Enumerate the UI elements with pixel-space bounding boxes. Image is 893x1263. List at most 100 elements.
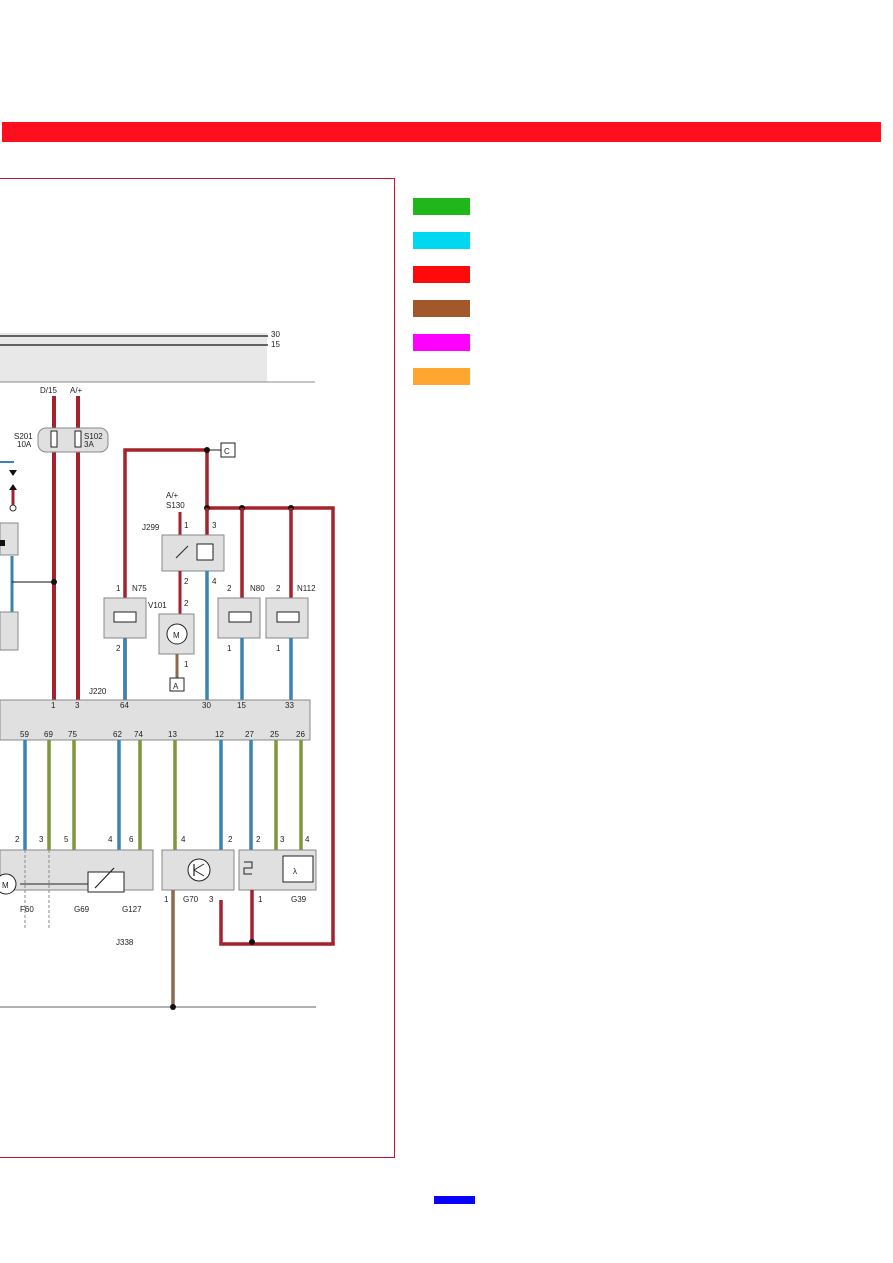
valve-n80-label: N80 — [250, 584, 265, 593]
throttle-j338-label: J338 — [116, 938, 134, 947]
relay-fuse-label: S130 — [166, 501, 185, 510]
pin-label: 3 — [209, 895, 214, 904]
ecu-top-pin: 33 — [285, 701, 294, 710]
feed-a-label: A/+ — [70, 386, 83, 395]
connector-a-box — [169, 677, 185, 692]
lambda-symbol: λ — [293, 867, 297, 876]
hall-sensor-arm — [193, 869, 205, 877]
legend-swatch-red — [413, 266, 470, 283]
fuse-s102-rating: 3A — [84, 440, 94, 449]
sensor-g70-label: G70 — [183, 895, 199, 904]
relay-j299-box — [161, 534, 225, 572]
valve-n112-coil — [276, 611, 300, 623]
ecu-top-pin: 1 — [51, 701, 56, 710]
valve-n75-label: N75 — [132, 584, 147, 593]
legend-swatch-brown — [413, 300, 470, 317]
pin-label: 1 — [184, 660, 189, 669]
connector-c-box — [220, 442, 236, 458]
relay-feed-label: A/+ — [166, 491, 179, 500]
motor-icon — [166, 623, 188, 645]
pin-label: 2 — [227, 584, 232, 593]
valve-n75-coil — [113, 611, 137, 623]
left-terminal — [9, 504, 17, 512]
pin-label: 3 — [280, 835, 285, 844]
pin-label: 2 — [184, 577, 189, 586]
connector-c-label: C — [224, 447, 230, 456]
ecu-bottom-pin: 69 — [44, 730, 53, 739]
lambda-sensor-icon — [282, 855, 314, 883]
sensor-g39-label: G39 — [291, 895, 307, 904]
left-relay-box — [0, 522, 19, 556]
ecu-bottom-pin: 25 — [270, 730, 279, 739]
pin-label: 2 — [228, 835, 233, 844]
pin-label: 3 — [212, 521, 217, 530]
potentiometer-wiper — [94, 867, 115, 889]
pin-label: 1 — [164, 895, 169, 904]
valve-n80-coil — [228, 611, 252, 623]
pin-label: 5 — [64, 835, 69, 844]
diagram-frame — [0, 178, 395, 1158]
pin-label: 4 — [305, 835, 310, 844]
fuse-s201-rating: 10A — [17, 440, 32, 449]
junction-c — [204, 447, 210, 453]
sensor-g69-label: G69 — [74, 905, 90, 914]
bus-panel — [0, 333, 267, 382]
bus-30-label: 30 — [271, 330, 280, 339]
fuse-s201-label: S201 — [14, 432, 33, 441]
pin-label: 1 — [258, 895, 263, 904]
wiring-diagram: 30 15 D/15 A/+ S201 10A S102 3A C A/+ S1… — [0, 330, 335, 1010]
feed-d15-label: D/15 — [40, 386, 57, 395]
wire-harness-red — [123, 448, 335, 946]
pin-label: 2 — [256, 835, 261, 844]
pin-label: 3 — [39, 835, 44, 844]
relay-coil-symbol — [196, 543, 214, 561]
ecu-bottom-pin: 62 — [113, 730, 122, 739]
ecu-bottom-pin: 75 — [68, 730, 77, 739]
pin-label: 1 — [184, 521, 189, 530]
hall-sensor-icon — [187, 858, 211, 882]
ecu-top-pin-labels: 1 3 64 30 15 33 — [51, 701, 294, 710]
throttle-motor-symbol: M — [2, 881, 9, 890]
pin-label: 6 — [129, 835, 134, 844]
pin-label: 4 — [108, 835, 113, 844]
throttle-motor-icon — [0, 873, 17, 895]
valve-n112-label: N112 — [297, 584, 316, 593]
ecu-bottom-pin: 12 — [215, 730, 224, 739]
arrow-down-icon — [9, 470, 17, 476]
arrow-up-icon — [9, 484, 17, 490]
ecu-bottom-pin-labels: 59 69 75 62 74 13 12 27 25 26 — [20, 730, 305, 739]
ecu-bottom-pin: 74 — [134, 730, 143, 739]
ground-junction — [170, 1004, 176, 1010]
left-lower-box — [0, 611, 19, 651]
junction-dot — [51, 579, 57, 585]
ecu-bottom-pin: 26 — [296, 730, 305, 739]
legend-swatch-orange — [413, 368, 470, 385]
ecu-top-pin: 3 — [75, 701, 80, 710]
pin-label: 1 — [116, 584, 121, 593]
motor-v101-label: V101 — [148, 601, 167, 610]
legend-swatch-green — [413, 198, 470, 215]
connector-a-label: A — [173, 682, 179, 691]
ecu-bottom-pin: 27 — [245, 730, 254, 739]
junction-g39 — [249, 939, 255, 945]
ecu-j220-box — [0, 699, 311, 741]
header-band — [2, 122, 881, 142]
legend-swatch-cyan — [413, 232, 470, 249]
fuse-s102-label: S102 — [84, 432, 103, 441]
pin-label: 2 — [116, 644, 121, 653]
relay-switch-symbol — [175, 545, 189, 559]
pin-label: 1 — [276, 644, 281, 653]
ecu-j220-label: J220 — [89, 687, 107, 696]
ecu-top-pin: 15 — [237, 701, 246, 710]
pin-label: 4 — [212, 577, 217, 586]
ecu-top-pin: 30 — [202, 701, 211, 710]
sensor-f60-label: F60 — [20, 905, 34, 914]
sensor-g127-label: G127 — [122, 905, 142, 914]
legend-swatch-magenta — [413, 334, 470, 351]
bus-15-label: 15 — [271, 340, 280, 349]
ecu-bottom-pin: 59 — [20, 730, 29, 739]
left-relay-contact — [0, 540, 5, 546]
potentiometer-symbol — [87, 871, 125, 893]
fuse-s102-symbol — [74, 430, 82, 448]
pin-label: 1 — [227, 644, 232, 653]
